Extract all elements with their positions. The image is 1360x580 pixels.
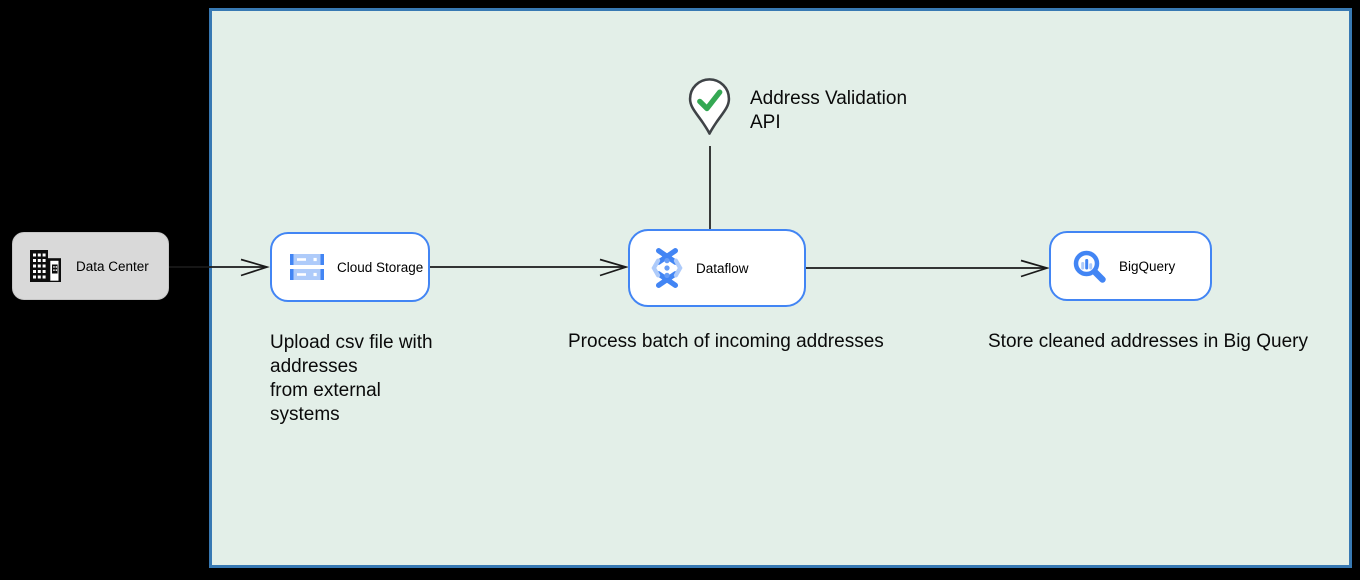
node-label-bigquery: BigQuery xyxy=(1119,258,1176,274)
dataflow-icon xyxy=(651,248,683,288)
cloud-storage-icon xyxy=(290,254,324,280)
caption-dataflow: Process batch of incoming addresses xyxy=(568,331,884,352)
bigquery-icon xyxy=(1073,250,1106,283)
address-validation-marker[interactable] xyxy=(687,77,732,137)
node-cloud-storage[interactable]: Cloud Storage xyxy=(270,232,430,302)
caption-cloud-storage: Upload csv file with addresses from exte… xyxy=(270,332,433,425)
node-bigquery[interactable]: BigQuery xyxy=(1049,231,1212,301)
node-label-cloud-storage: Cloud Storage xyxy=(337,259,424,275)
node-data-center[interactable]: Data Center xyxy=(12,232,169,300)
caption-bigquery: Store cleaned addresses in Big Query xyxy=(988,331,1309,352)
address-validation-label: Address Validation API xyxy=(750,88,908,133)
node-label-dataflow: Dataflow xyxy=(696,260,749,276)
map-pin-check-icon xyxy=(688,78,731,135)
node-dataflow[interactable]: Dataflow xyxy=(628,229,806,307)
building-icon xyxy=(30,250,61,282)
node-label-data-center: Data Center xyxy=(76,258,149,274)
